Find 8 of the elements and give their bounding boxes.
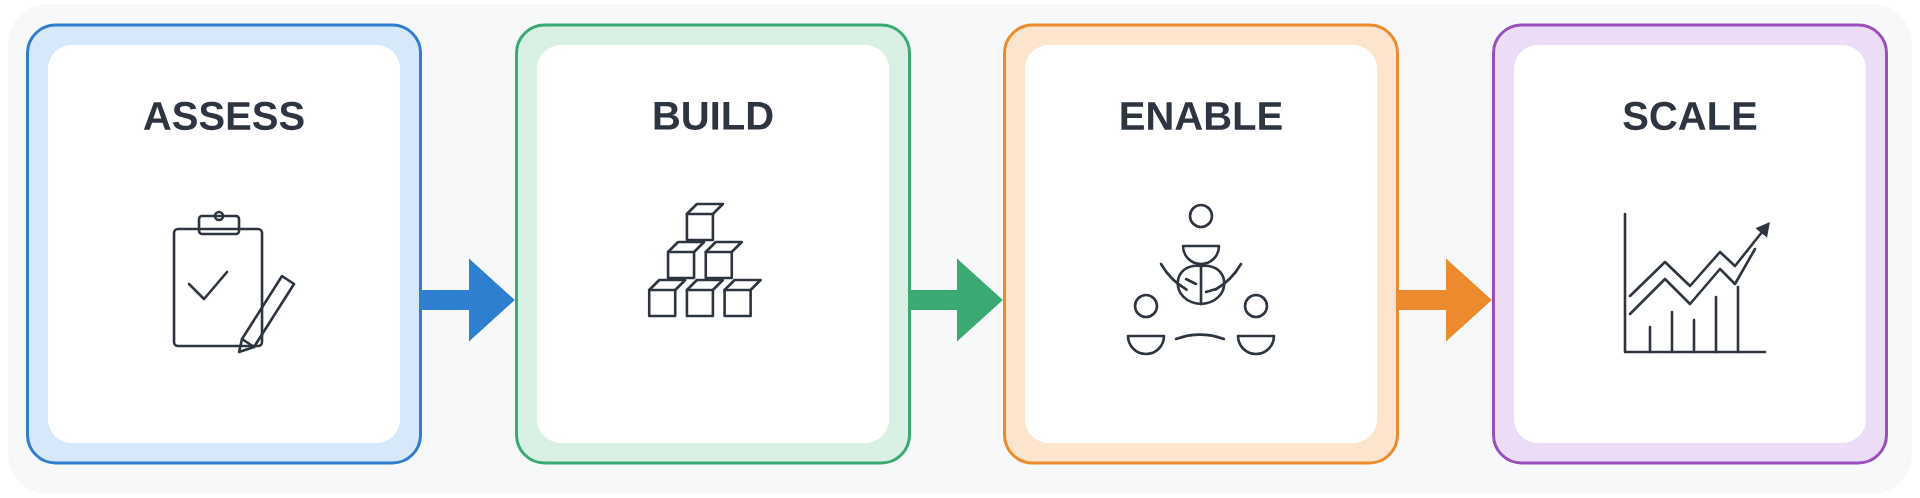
step-box: [1003, 23, 1399, 465]
step-box: [1492, 23, 1888, 465]
step-title: ENABLE: [1121, 102, 1282, 130]
step-title: ASSESS: [143, 101, 304, 131]
step-box: [515, 23, 911, 465]
step-box: [26, 23, 422, 465]
step-title: BUILD: [654, 102, 773, 130]
step-title: SCALE: [1623, 101, 1757, 131]
